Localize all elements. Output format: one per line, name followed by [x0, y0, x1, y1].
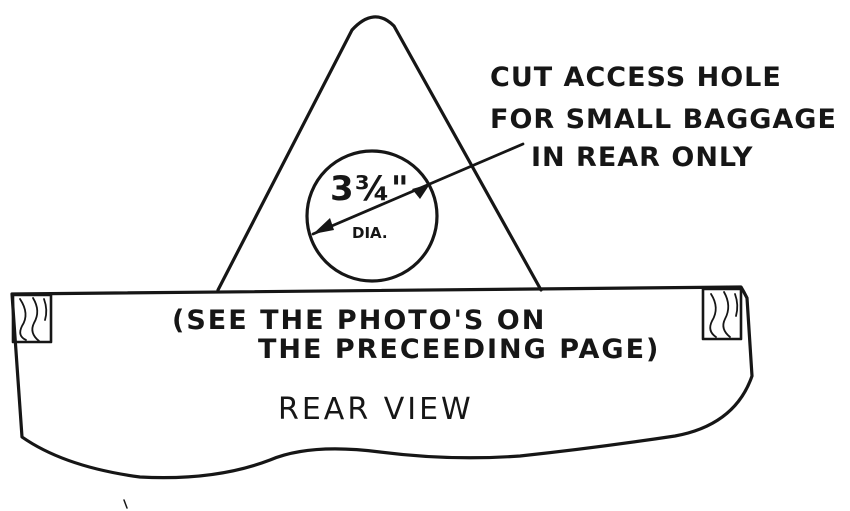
stray-mark: [123, 499, 128, 509]
right-wood-block: [701, 287, 743, 341]
triangle-panel: [216, 15, 543, 292]
access-hole-note: CUT ACCESS HOLE FOR SMALL BAGGAGE IN REA…: [490, 62, 837, 173]
note-line-2: FOR SMALL BAGGAGE: [490, 104, 837, 135]
leader-arrowhead-left: [313, 218, 334, 234]
hole-dimension-unit: DIA.: [352, 224, 388, 242]
photo-note-line-2: THE PRECEEDING PAGE): [258, 334, 660, 365]
left-wood-block: [11, 293, 53, 344]
photo-note-line-1: (SEE THE PHOTO'S ON: [172, 305, 546, 336]
note-line-3: IN REAR ONLY: [531, 142, 753, 173]
view-label: REAR VIEW: [278, 392, 474, 427]
note-line-1: CUT ACCESS HOLE: [490, 62, 782, 93]
leader-arrowhead-right: [412, 184, 430, 199]
access-hole-circle: [305, 149, 439, 283]
hole-dimension-label: 3¾": [330, 169, 410, 209]
base-outline: [10, 285, 754, 480]
